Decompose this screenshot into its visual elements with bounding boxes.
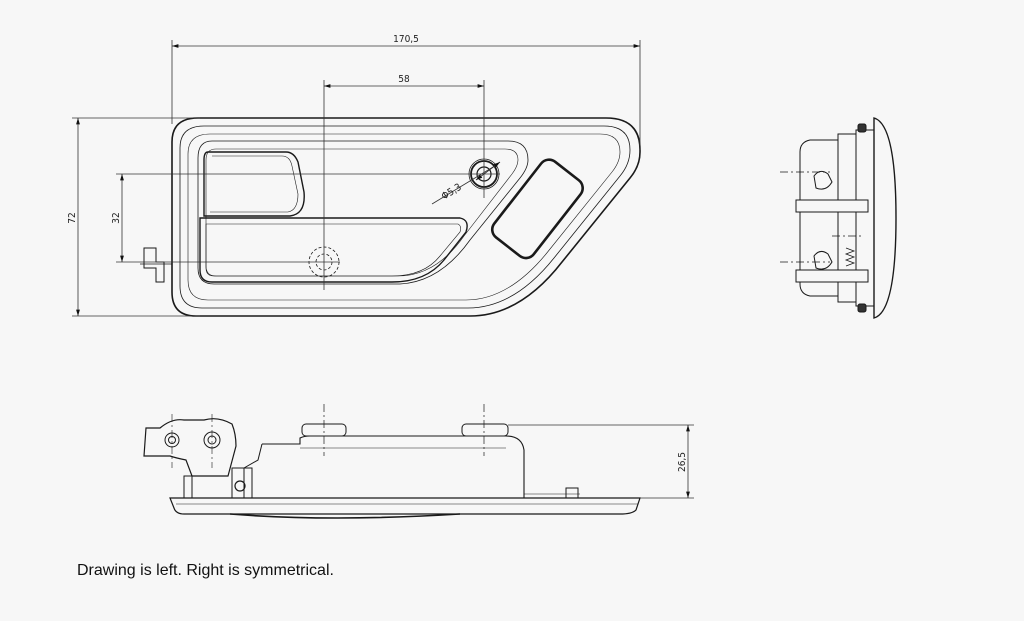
dim-hole-diameter: Φ5,3 bbox=[440, 182, 464, 203]
dim-hole-spacing: 58 bbox=[398, 74, 410, 85]
dim-depth: 26,5 bbox=[677, 452, 688, 472]
dim-overall-width: 170,5 bbox=[393, 34, 419, 45]
caption-note: Drawing is left. Right is symmetrical. bbox=[77, 562, 334, 579]
front-dimensions bbox=[72, 40, 641, 317]
side-view bbox=[780, 117, 897, 319]
dim-hole-offset: 32 bbox=[111, 212, 122, 223]
bottom-dimensions bbox=[508, 424, 694, 499]
bottom-view bbox=[143, 404, 641, 519]
dim-overall-height: 72 bbox=[67, 212, 78, 223]
front-view bbox=[140, 117, 641, 317]
